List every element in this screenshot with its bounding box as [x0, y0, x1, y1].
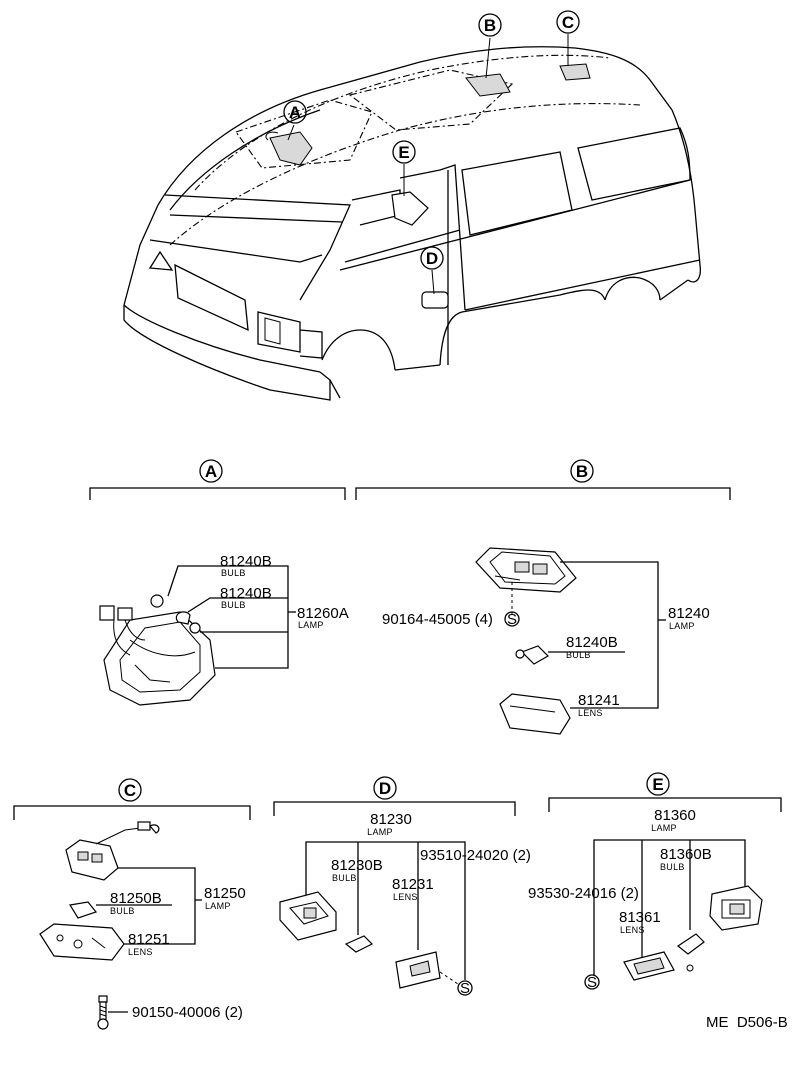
section-e-bulb-name: BULB	[660, 862, 685, 872]
section-a-lamp-drawing	[99, 594, 216, 706]
section-a-bulb-1-part: 81240B	[220, 553, 272, 570]
section-e-bulb-drawing	[676, 933, 705, 955]
view-label-d: D	[420, 246, 444, 270]
section-a-bulb-2-part: 81240B	[220, 585, 272, 602]
section-b-lens-drawing	[499, 693, 571, 735]
section-a-bulb-1-name: BULB	[221, 568, 246, 578]
section-c-screw-drawing	[97, 995, 109, 1030]
section-e-lamp-drawing	[709, 885, 763, 931]
section-d-circle	[373, 776, 397, 800]
section-c-bulb-drawing	[69, 901, 98, 919]
diagram-code: ME D506-B	[706, 1014, 788, 1031]
section-b-letter: B	[576, 462, 588, 481]
svg-text:B: B	[484, 16, 496, 35]
section-e-lens-part: 81361	[619, 909, 661, 926]
section-c-letter: C	[124, 781, 136, 800]
svg-text:A: A	[289, 103, 301, 122]
section-b-screw-symbol: S	[507, 611, 517, 628]
section-c-screw-part: 90150-40006 (2)	[132, 1004, 243, 1021]
section-c-lamp-name: LAMP	[205, 901, 231, 911]
section-c-circle	[118, 778, 142, 802]
section-b-bulb-drawing	[520, 645, 549, 665]
section-d-lens-name: LENS	[393, 892, 418, 902]
section-b-lamp-part: 81240	[668, 605, 710, 622]
section-a-circle	[199, 459, 223, 483]
section-d-bulb-name: BULB	[332, 873, 357, 883]
svg-text:D: D	[426, 249, 438, 268]
section-d-screw-symbol: S	[460, 980, 470, 997]
section-a-lamp-name: LAMP	[298, 620, 324, 630]
section-e-screw-symbol: S	[587, 974, 597, 991]
section-e-screw-part: 93530-24016 (2)	[528, 885, 639, 902]
section-d-letter: D	[379, 779, 391, 798]
view-label-b: B	[478, 13, 502, 37]
section-e-lamp-part: 81360	[654, 807, 696, 824]
section-e-lamp-name: LAMP	[651, 823, 677, 833]
section-b: B S 90164-45005 (4) 81240B BULB 81241 LE…	[355, 459, 731, 735]
section-b-circle	[570, 459, 594, 483]
section-d-lamp-drawing	[279, 891, 337, 941]
section-b-lens-name: LENS	[578, 708, 603, 718]
section-b-bulb-name: BULB	[566, 650, 591, 660]
section-a: A 81240B BULB 81240B BULB 81260A LAMP	[89, 459, 349, 706]
view-label-c: C	[556, 10, 580, 34]
section-e-lens-name: LENS	[620, 925, 645, 935]
section-c-lamp-part: 81250	[204, 885, 246, 902]
section-d-lens-part: 81231	[392, 876, 434, 893]
section-d-bulb-part: 81230B	[331, 857, 383, 874]
section-b-lamp-name: LAMP	[669, 621, 695, 631]
section-e: E 81360 LAMP 81360B BULB 93530-24016 (2)…	[528, 772, 782, 991]
view-label-a: A	[283, 100, 307, 124]
view-label-e: E	[392, 140, 416, 164]
section-e-bulb-part: 81360B	[660, 846, 712, 863]
section-e-letter: E	[652, 775, 663, 794]
svg-text:E: E	[398, 143, 409, 162]
section-d-lamp-part: 81230	[370, 811, 412, 828]
section-e-circle	[646, 772, 670, 796]
svg-text:C: C	[562, 13, 574, 32]
section-d-lamp-name: LAMP	[367, 827, 393, 837]
section-c-lens-name: LENS	[128, 947, 153, 957]
section-a-bulb-2-name: BULB	[221, 600, 246, 610]
section-b-screw-part: 90164-45005 (4)	[382, 611, 493, 628]
section-c-lens-part: 81251	[128, 931, 170, 948]
section-c-bulb-name: BULB	[110, 906, 135, 916]
section-d-bulb-drawing	[344, 935, 374, 953]
section-b-lens-part: 81241	[578, 692, 620, 709]
section-a-letter: A	[205, 462, 217, 481]
section-b-bulb-part: 81240B	[566, 634, 618, 651]
van-illustration	[123, 34, 701, 401]
section-d: D 81230 LAMP 81230B BULB 93510-24020 (2)…	[273, 776, 531, 997]
section-a-lamp-part: 81260A	[297, 605, 349, 622]
section-c-bulb-part: 81250B	[110, 890, 162, 907]
section-c: C 81250B BULB 81251 LENS 81250 LAMP	[13, 778, 251, 1030]
section-d-screw-part: 93510-24020 (2)	[420, 847, 531, 864]
